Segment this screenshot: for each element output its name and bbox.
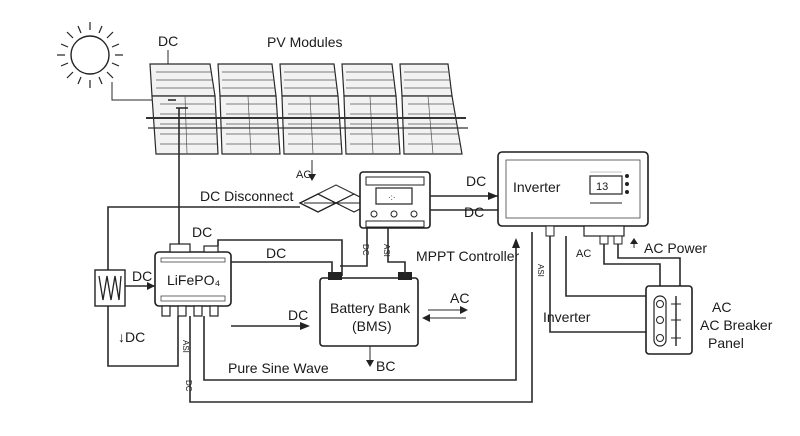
battery-bank-line1: Battery Bank: [330, 300, 411, 316]
breaker-panel-icon: [645, 285, 693, 355]
lifepo4-battery-icon: [154, 243, 232, 317]
ac-inverter-label: AC: [576, 248, 591, 260]
inverter-label: Inverter: [543, 309, 591, 325]
dc-right-bottom-label: DC: [464, 204, 484, 220]
dc-disconnect-label: DC Disconnect: [200, 188, 293, 204]
sun-icon: [57, 22, 123, 88]
side-dc: DC: [184, 380, 193, 392]
dc-lower-label: DC: [288, 307, 308, 323]
svg-text:·:·: ·:·: [388, 193, 396, 202]
inverter-brand-label: Inverter: [513, 179, 561, 195]
side-asi-2: ASI: [536, 264, 545, 277]
ac-breaker-panel-line2: Panel: [708, 335, 744, 351]
side-asi-1: ASI: [382, 244, 391, 257]
svg-text:DC: DC: [361, 244, 370, 256]
battery-bank-line2: (BMS): [352, 318, 392, 334]
dc-left-battery-label: DC: [192, 224, 212, 240]
ac-power-label: AC Power: [644, 240, 707, 256]
lcd-value: 13: [596, 181, 608, 193]
bc-label: BC: [376, 358, 395, 374]
side-asi-3: ASI: [181, 340, 190, 353]
ac-battery-label: AC: [450, 290, 469, 306]
mppt-controller-label: MPPT Controller: [416, 248, 520, 264]
dc-right-top-label: DC: [466, 173, 486, 189]
mppt-controller-icon: ·:·: [359, 171, 431, 229]
ac-panel-label: AC: [712, 299, 731, 315]
lifepo4-label: LiFePO₄: [167, 272, 220, 288]
pure-sine-wave-label: Pure Sine Wave: [228, 360, 329, 376]
dc-mid-label: DC: [266, 245, 286, 261]
solar-panel-icon: [146, 63, 468, 155]
dc-heater-label: DC: [132, 268, 152, 284]
inverter-icon: [497, 151, 649, 245]
ac-breaker-panel-line1: AC Breaker: [700, 317, 773, 333]
ac-top-label: AC: [296, 169, 311, 181]
pv-modules-label: PV Modules: [267, 34, 342, 50]
dc-sun-label: DC: [158, 33, 178, 49]
dc-heater-down-label: ↓DC: [118, 329, 145, 345]
heater-coil-icon: [94, 269, 126, 307]
